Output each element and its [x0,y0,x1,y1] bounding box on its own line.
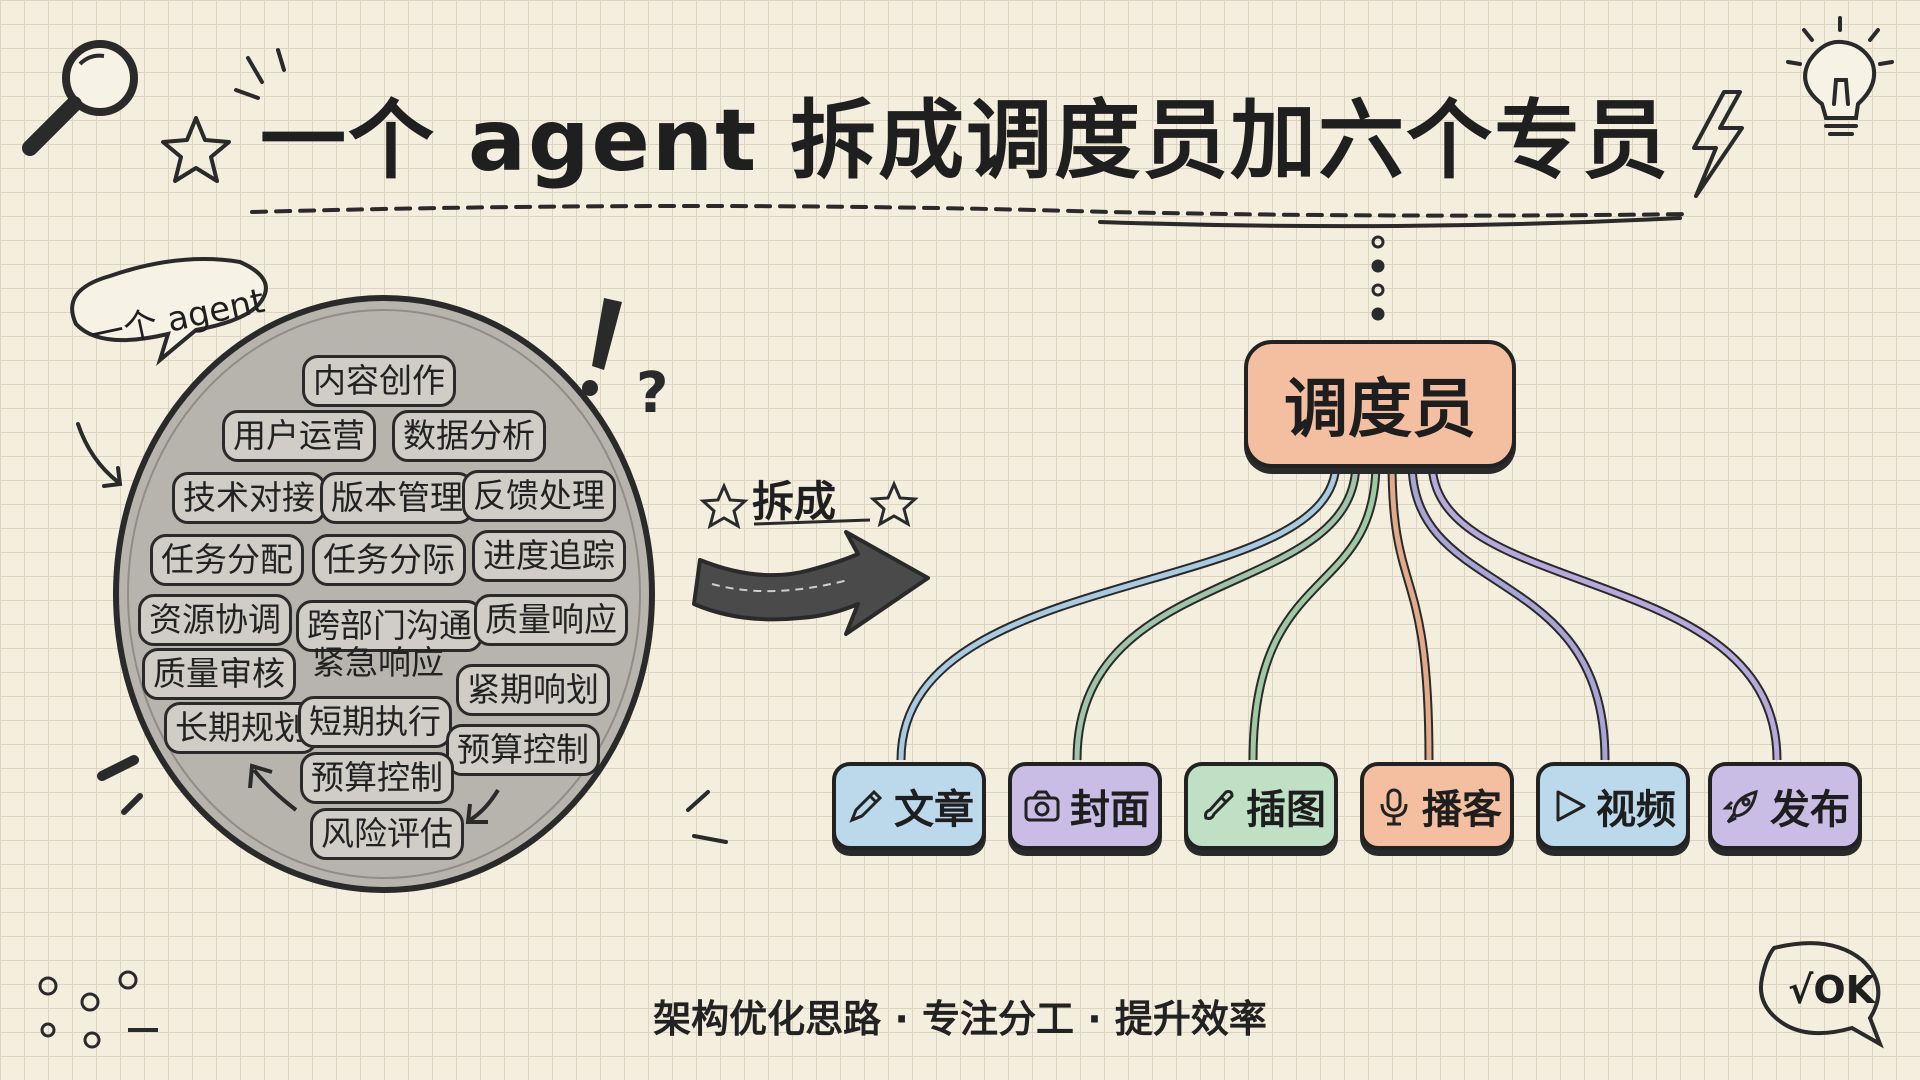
star-icon-left [699,482,749,530]
ok-badge: √OK [1788,968,1876,1012]
connector-line [1074,461,1359,761]
question-mark-icon: ? [636,361,668,426]
specialist-label: 封面 [1070,787,1150,833]
rocket-icon [1722,789,1758,824]
dash-mark-icon [97,755,139,781]
page-title: 一个 agent 拆成调度员加六个专员 [260,91,1671,191]
specialist-label: 视频 [1596,787,1676,833]
microphone-icon [1380,788,1408,826]
specialist-label: 播客 [1422,787,1502,833]
connector-line [898,461,1339,761]
dotted-connector [1371,235,1385,321]
specialist-label: 文章 [894,787,974,833]
camera-icon [1024,790,1060,822]
responsibility-label: 技术对接 [172,472,326,524]
responsibility-label: 质量审核 [142,648,296,700]
responsibility-label: 长期规划 [164,702,318,754]
star-icon [161,116,231,183]
specialist-article[interactable]: 文章 [832,762,986,850]
responsibility-label: 紧急响应 [312,643,444,682]
responsibility-label: 资源协调 [138,594,292,646]
connector-line [1409,461,1608,761]
specialist-illustration[interactable]: 插图 [1184,762,1338,850]
specialist-cover[interactable]: 封面 [1008,762,1162,850]
magnifier-icon [22,40,138,156]
responsibility-label: 短期执行 [298,696,452,748]
star-icon-right [869,480,919,528]
brush-icon [1204,790,1234,820]
dispatcher-connectors [896,461,1782,761]
responsibility-label: 紧期响划 [456,664,610,716]
dispatcher-node[interactable]: 调度员 [1244,340,1516,468]
dots-decoration [38,970,158,1049]
ok-speech-bubble [1759,941,1884,1049]
specialist-video[interactable]: 视频 [1536,762,1690,850]
connector-line [1250,461,1379,761]
responsibility-label: 版本管理 [320,472,474,524]
connector-outline [896,461,1341,761]
agent-speech-bubble [70,257,268,366]
responsibility-label: 内容创作 [302,355,456,407]
exclamation-icon [582,298,622,396]
responsibility-label: 数据分析 [392,410,546,462]
arrow-into-blob-icon [76,422,120,484]
split-label: 拆成 [752,477,837,526]
specialist-label: 插图 [1246,787,1326,833]
specialist-podcast[interactable]: 播客 [1360,762,1514,850]
footer-text: 架构优化思路 · 专注分工 · 提升效率 [653,997,1267,1041]
connector-line [1429,461,1780,761]
lightbulb-icon [1786,16,1894,136]
specialist-label: 发布 [1770,787,1850,833]
split-arrow-icon [692,530,930,636]
pencil-icon [849,789,883,823]
responsibility-label: 反馈处理 [462,470,616,522]
connector-line [1389,461,1432,761]
lightning-icon [1692,90,1744,198]
responsibility-label: 预算控制 [300,752,454,804]
spark-lines-icon [234,48,286,100]
responsibility-label: 风险评估 [310,808,464,860]
title-underline [250,204,1692,218]
connector-outline [1407,461,1610,761]
play-icon [1556,790,1586,822]
responsibility-label: 用户运营 [222,410,376,462]
responsibility-label: 任务分配 [150,534,304,586]
responsibility-label: 任务分际 [312,534,466,586]
responsibility-label: 质量响应 [474,594,628,646]
responsibility-label: 预算控制 [446,724,600,776]
responsibility-label: 进度追踪 [472,530,626,582]
specialist-publish[interactable]: 发布 [1708,762,1862,850]
responsibility-label: 跨部门沟通 [296,600,483,652]
